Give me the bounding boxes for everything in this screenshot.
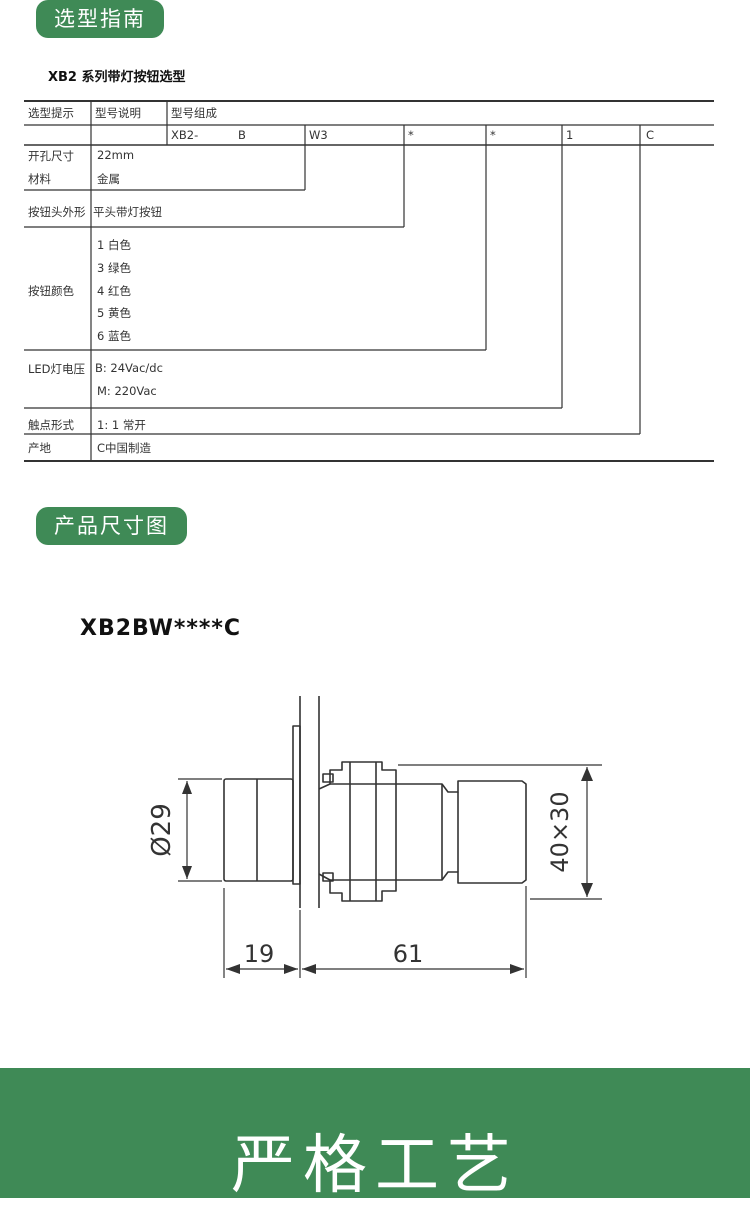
selection-table-lines: [24, 100, 714, 462]
code-one: 1: [566, 128, 574, 142]
material-value: 金属: [97, 172, 120, 186]
header-hint: 选型提示: [28, 106, 74, 120]
dim-head-length-label: 19: [244, 940, 275, 968]
model-number: XB2BW****C: [80, 616, 242, 641]
header-desc: 型号说明: [95, 106, 141, 120]
code-w3: W3: [309, 128, 328, 142]
head-value: 平头带灯按钮: [93, 205, 162, 219]
color-option: 5 黄色: [97, 306, 131, 320]
color-option: 4 红色: [97, 284, 131, 298]
hole-value: 22mm: [97, 148, 135, 162]
footer-title: 严格工艺: [231, 1129, 519, 1203]
dim-diameter-label: Ø29: [147, 803, 177, 857]
code-b: B: [238, 128, 246, 142]
section-title-dimensions: 产品尺寸图: [36, 507, 187, 545]
footer-banner: [0, 1068, 750, 1198]
code-star-2: *: [490, 128, 496, 142]
led-label: LED灯电压: [28, 362, 86, 376]
header-compose: 型号组成: [171, 106, 217, 120]
origin-label: 产地: [28, 441, 51, 455]
color-option: 1 白色: [97, 238, 131, 252]
color-option: 6 蓝色: [97, 329, 131, 343]
led-option: M: 220Vac: [97, 384, 157, 398]
code-c: C: [646, 128, 655, 142]
led-option: B: 24Vac/dc: [95, 361, 163, 375]
hole-label: 开孔尺寸: [28, 149, 74, 163]
head-label: 按钮头外形: [28, 205, 86, 219]
color-label: 按钮颜色: [28, 284, 74, 298]
material-label: 材料: [28, 172, 51, 186]
code-prefix: XB2-: [171, 128, 199, 142]
color-option: 3 绿色: [97, 261, 131, 275]
origin-value: C中国制造: [97, 441, 152, 455]
contact-value: 1: 1 常开: [97, 418, 146, 432]
table-title: XB2 系列带灯按钮选型: [48, 70, 186, 85]
code-star-1: *: [408, 128, 414, 142]
dim-body-label: 40×30: [546, 791, 574, 872]
section-title-selection-guide: 选型指南: [36, 0, 164, 38]
dim-body-length-label: 61: [393, 940, 424, 968]
dimension-drawing: Ø29 40×30 19 61: [147, 696, 602, 978]
contact-label: 触点形式: [28, 418, 74, 432]
